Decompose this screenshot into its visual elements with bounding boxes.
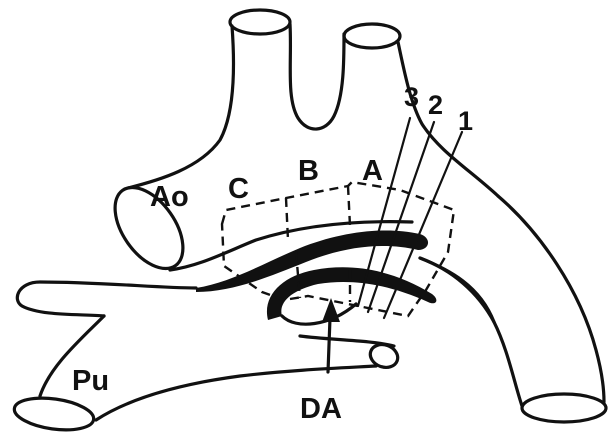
label-line-1: 1: [458, 106, 473, 136]
label-region-a: A: [362, 155, 383, 187]
ductus-arrow: [322, 298, 340, 372]
label-line-2: 2: [428, 90, 443, 120]
label-pulmonary: Pu: [72, 365, 109, 397]
label-line-3: 3: [404, 82, 419, 112]
label-region-c: C: [228, 173, 249, 205]
label-aorta: Ao: [150, 181, 189, 213]
pulmonary-outline: [12, 282, 401, 434]
label-ductus: DA: [300, 393, 342, 425]
aorta-outline: [101, 10, 606, 422]
label-region-b: B: [298, 155, 319, 187]
